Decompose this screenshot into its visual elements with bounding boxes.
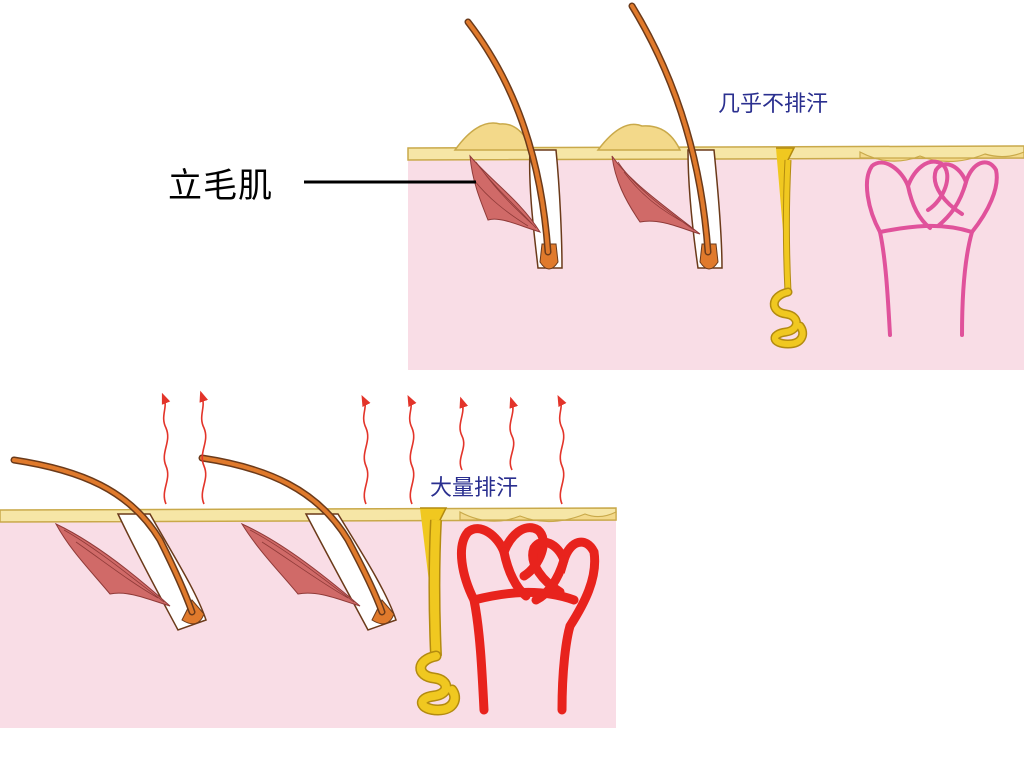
cold-skin-panel — [407, 2, 1024, 370]
little-sweat-label: 几乎不排汗 — [718, 92, 829, 117]
heat-wave — [199, 390, 209, 505]
sweat-gland — [769, 147, 808, 349]
sweat-gland — [415, 507, 461, 716]
heat-wave — [557, 394, 567, 505]
fat-bump — [596, 123, 682, 151]
heat-wave — [361, 394, 371, 505]
heat-wave — [509, 396, 519, 471]
hair-follicle — [628, 2, 723, 270]
arrector-muscle-label: 立毛肌 — [168, 166, 273, 206]
hair-follicle — [10, 456, 207, 631]
arrector-pili-muscle — [240, 522, 361, 607]
hair-follicle — [198, 454, 397, 631]
heat-wave — [161, 392, 171, 505]
hot-skin-panel — [0, 390, 617, 728]
heat-wave — [407, 394, 417, 505]
capillaries-constricted — [864, 159, 999, 337]
hair-follicle — [464, 18, 563, 270]
heat-wave — [459, 396, 469, 471]
arrector-pili-muscle — [469, 154, 542, 233]
fat-tissue — [459, 511, 617, 523]
arrector-pili-muscle — [611, 155, 701, 235]
arrector-pili-muscle — [54, 522, 171, 607]
heat-waves — [161, 390, 567, 505]
fat-tissue — [859, 151, 1024, 163]
much-sweat-label: 大量排汗 — [430, 476, 519, 501]
capillaries-dilated — [457, 523, 600, 715]
